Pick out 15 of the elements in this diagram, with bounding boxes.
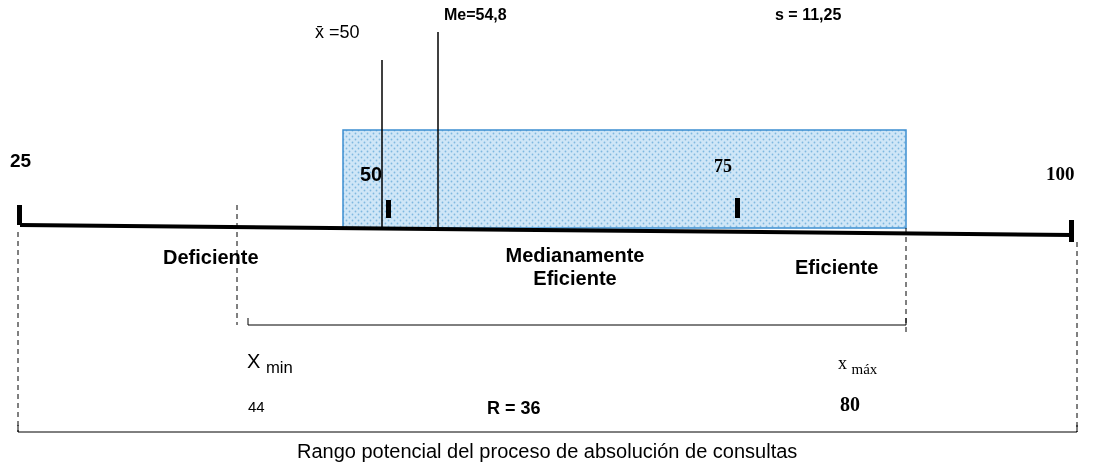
statistic-label: x̄ =50 bbox=[315, 22, 360, 43]
caption: Rango potencial del proceso de absolución de consultas bbox=[297, 440, 798, 463]
value-label: 44 bbox=[248, 398, 265, 415]
range-label: R = 36 bbox=[487, 398, 541, 419]
category-label: Medianamente Eficiente bbox=[504, 244, 646, 290]
scale-value: 75 bbox=[714, 156, 732, 177]
scale-value: 100 bbox=[1046, 163, 1075, 185]
value-label: 80 bbox=[840, 393, 860, 416]
axis-label: x $_{máx}$ bbox=[838, 353, 878, 378]
axis-label: X $_{min}$ bbox=[247, 350, 293, 378]
scale-value: 25 bbox=[10, 150, 32, 172]
statistic-label: s = 11,25 bbox=[775, 6, 842, 24]
category-label: Eficiente bbox=[795, 256, 879, 279]
category-label: Deficiente bbox=[163, 246, 259, 269]
statistic-label: Me=54,8 bbox=[444, 6, 507, 24]
